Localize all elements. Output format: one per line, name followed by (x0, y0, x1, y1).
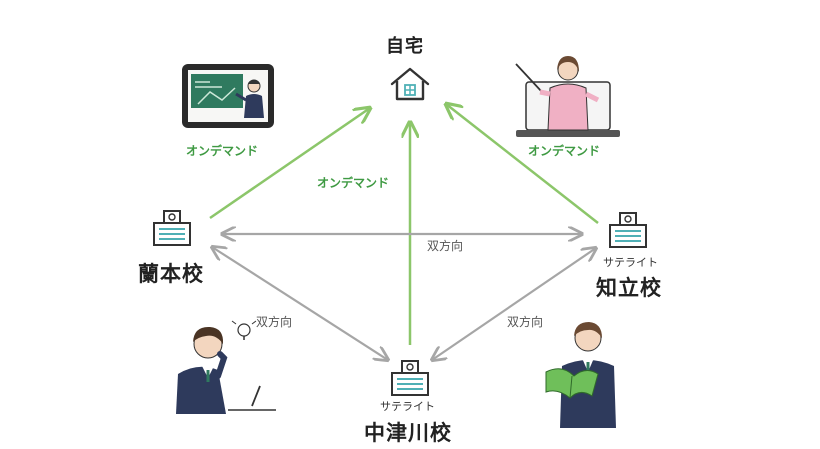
ranpon-label: 蘭本校 (138, 262, 204, 286)
laptop-teacher-icon (515, 56, 620, 137)
school-building-icon (153, 210, 191, 246)
bidirectional-label-top: 双方向 (427, 239, 464, 253)
reading-student-icon (545, 322, 616, 428)
thinking-student-icon (176, 320, 276, 414)
nakatsugawa-sublabel: サテライト (380, 400, 435, 413)
ondemand-label-right: オンデマンド (528, 144, 601, 158)
school-building-icon (609, 212, 647, 248)
nakatsugawa-label: 中津川校 (364, 421, 452, 445)
ondemand-label-left: オンデマンド (186, 144, 259, 158)
bidirectional-label-left: 双方向 (256, 315, 293, 329)
tablet-lecture-icon (182, 64, 274, 128)
bidirectional-label-right: 双方向 (507, 315, 544, 329)
ondemand-label-center: オンデマンド (317, 176, 390, 190)
chiryu-label: 知立校 (596, 276, 662, 300)
ondemand-arrow-chiryu-home (446, 104, 599, 224)
bidirectional-arrow-chiryu-nakatsugawa (432, 248, 596, 360)
home-label: 自宅 (386, 36, 424, 57)
bidirectional-arrow-ranpon-nakatsugawa (212, 247, 388, 360)
ondemand-arrow-ranpon-home (209, 108, 370, 220)
house-icon (390, 67, 430, 101)
chiryu-sublabel: サテライト (603, 256, 658, 269)
school-building-icon (391, 360, 429, 396)
